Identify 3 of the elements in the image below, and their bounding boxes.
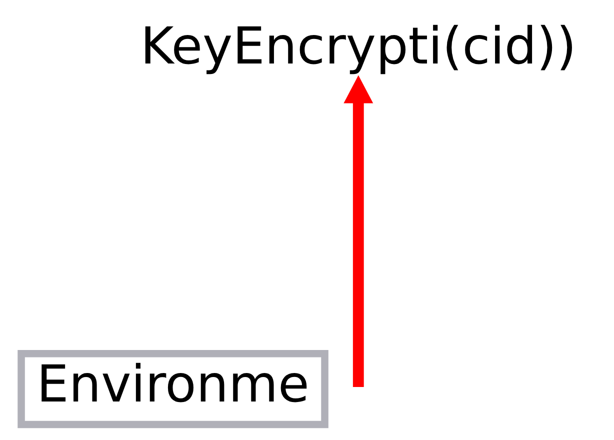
arrow (343, 75, 373, 387)
node-box: Environme (17, 350, 328, 428)
node-text: KeyEncrypti(cid)) (140, 16, 576, 76)
